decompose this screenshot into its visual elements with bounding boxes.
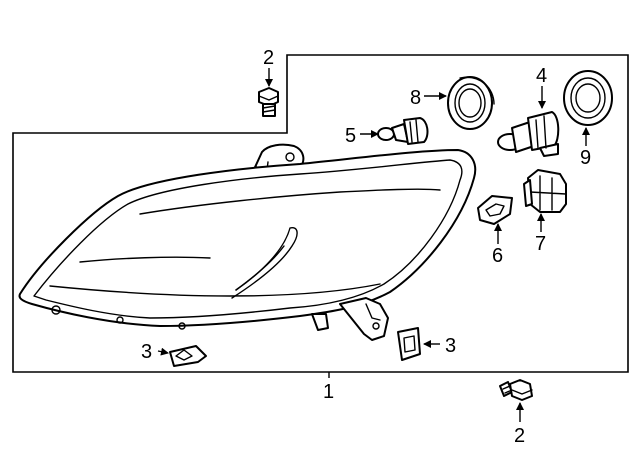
callout-5: 5 [345,125,356,147]
socket[interactable] [477,195,513,225]
callout-3-right: 3 [445,335,456,357]
nut-left[interactable] [169,345,207,367]
callout-9: 9 [580,147,591,169]
bolt-bottom[interactable] [499,379,533,401]
seal-cap-9[interactable] [563,70,613,126]
clip-nut-right[interactable] [397,327,421,361]
callout-3-left: 3 [141,341,152,363]
callout-2-bottom: 2 [514,425,525,447]
bolt-top[interactable] [258,87,279,117]
callout-6: 6 [492,245,503,267]
socket-connector[interactable] [523,169,567,213]
assembly-frame [12,54,629,373]
callout-2-top: 2 [263,47,274,69]
callout-1: 1 [323,381,334,403]
seal-cap-8[interactable] [447,76,495,130]
headlamp-bulb[interactable] [497,111,560,157]
callout-7: 7 [535,233,546,255]
side-marker-bulb[interactable] [377,117,429,145]
callout-4: 4 [536,65,547,87]
headlamp-assembly[interactable] [18,143,477,341]
leader-lines [157,68,590,422]
callout-8: 8 [410,87,421,109]
